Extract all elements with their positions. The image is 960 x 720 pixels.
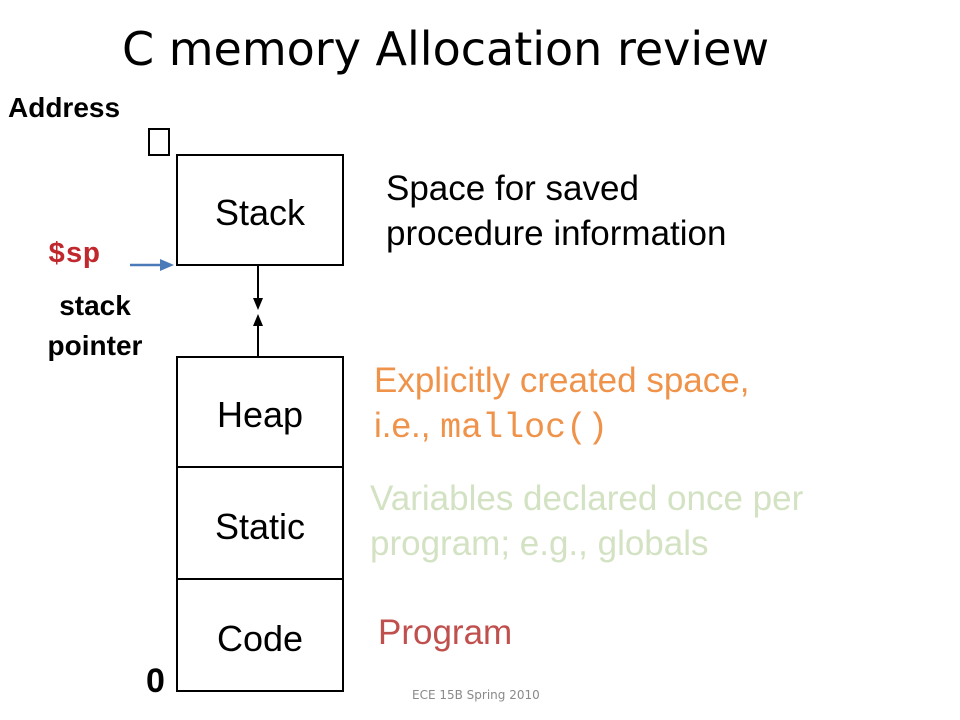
stack-pointer-label: stack pointer	[30, 286, 160, 366]
heap-description: Explicitly created space, i.e., malloc()	[374, 361, 750, 448]
address-zero: 0	[146, 662, 165, 700]
slide-title: C memory Allocation review	[122, 22, 770, 76]
footer-text: ECE 15B Spring 2010	[412, 688, 540, 702]
heap-label: Heap	[216, 394, 304, 435]
missing-glyph-icon	[148, 128, 170, 156]
stack-pointer-arrow	[130, 259, 174, 271]
static-label: Static	[214, 506, 306, 547]
heap-segment: Heap	[176, 356, 344, 468]
stack-pointer-line1: stack	[59, 290, 131, 321]
sp-register: $sp	[48, 238, 101, 271]
heap-growth-arrow	[253, 314, 263, 356]
stack-segment: Stack	[176, 154, 344, 266]
malloc-code: malloc()	[440, 408, 609, 448]
stack-pointer-line2: pointer	[47, 330, 143, 361]
stack-description: Space for saved procedure information	[386, 169, 727, 253]
address-label: Address	[8, 92, 121, 123]
code-label: Code	[216, 618, 304, 659]
stack-growth-arrow	[253, 266, 263, 310]
code-segment: Code	[176, 578, 344, 692]
static-description: Variables declared once per program; e.g…	[370, 479, 804, 563]
static-segment: Static	[176, 466, 344, 580]
code-description: Program	[378, 613, 513, 652]
stack-label: Stack	[214, 192, 306, 233]
